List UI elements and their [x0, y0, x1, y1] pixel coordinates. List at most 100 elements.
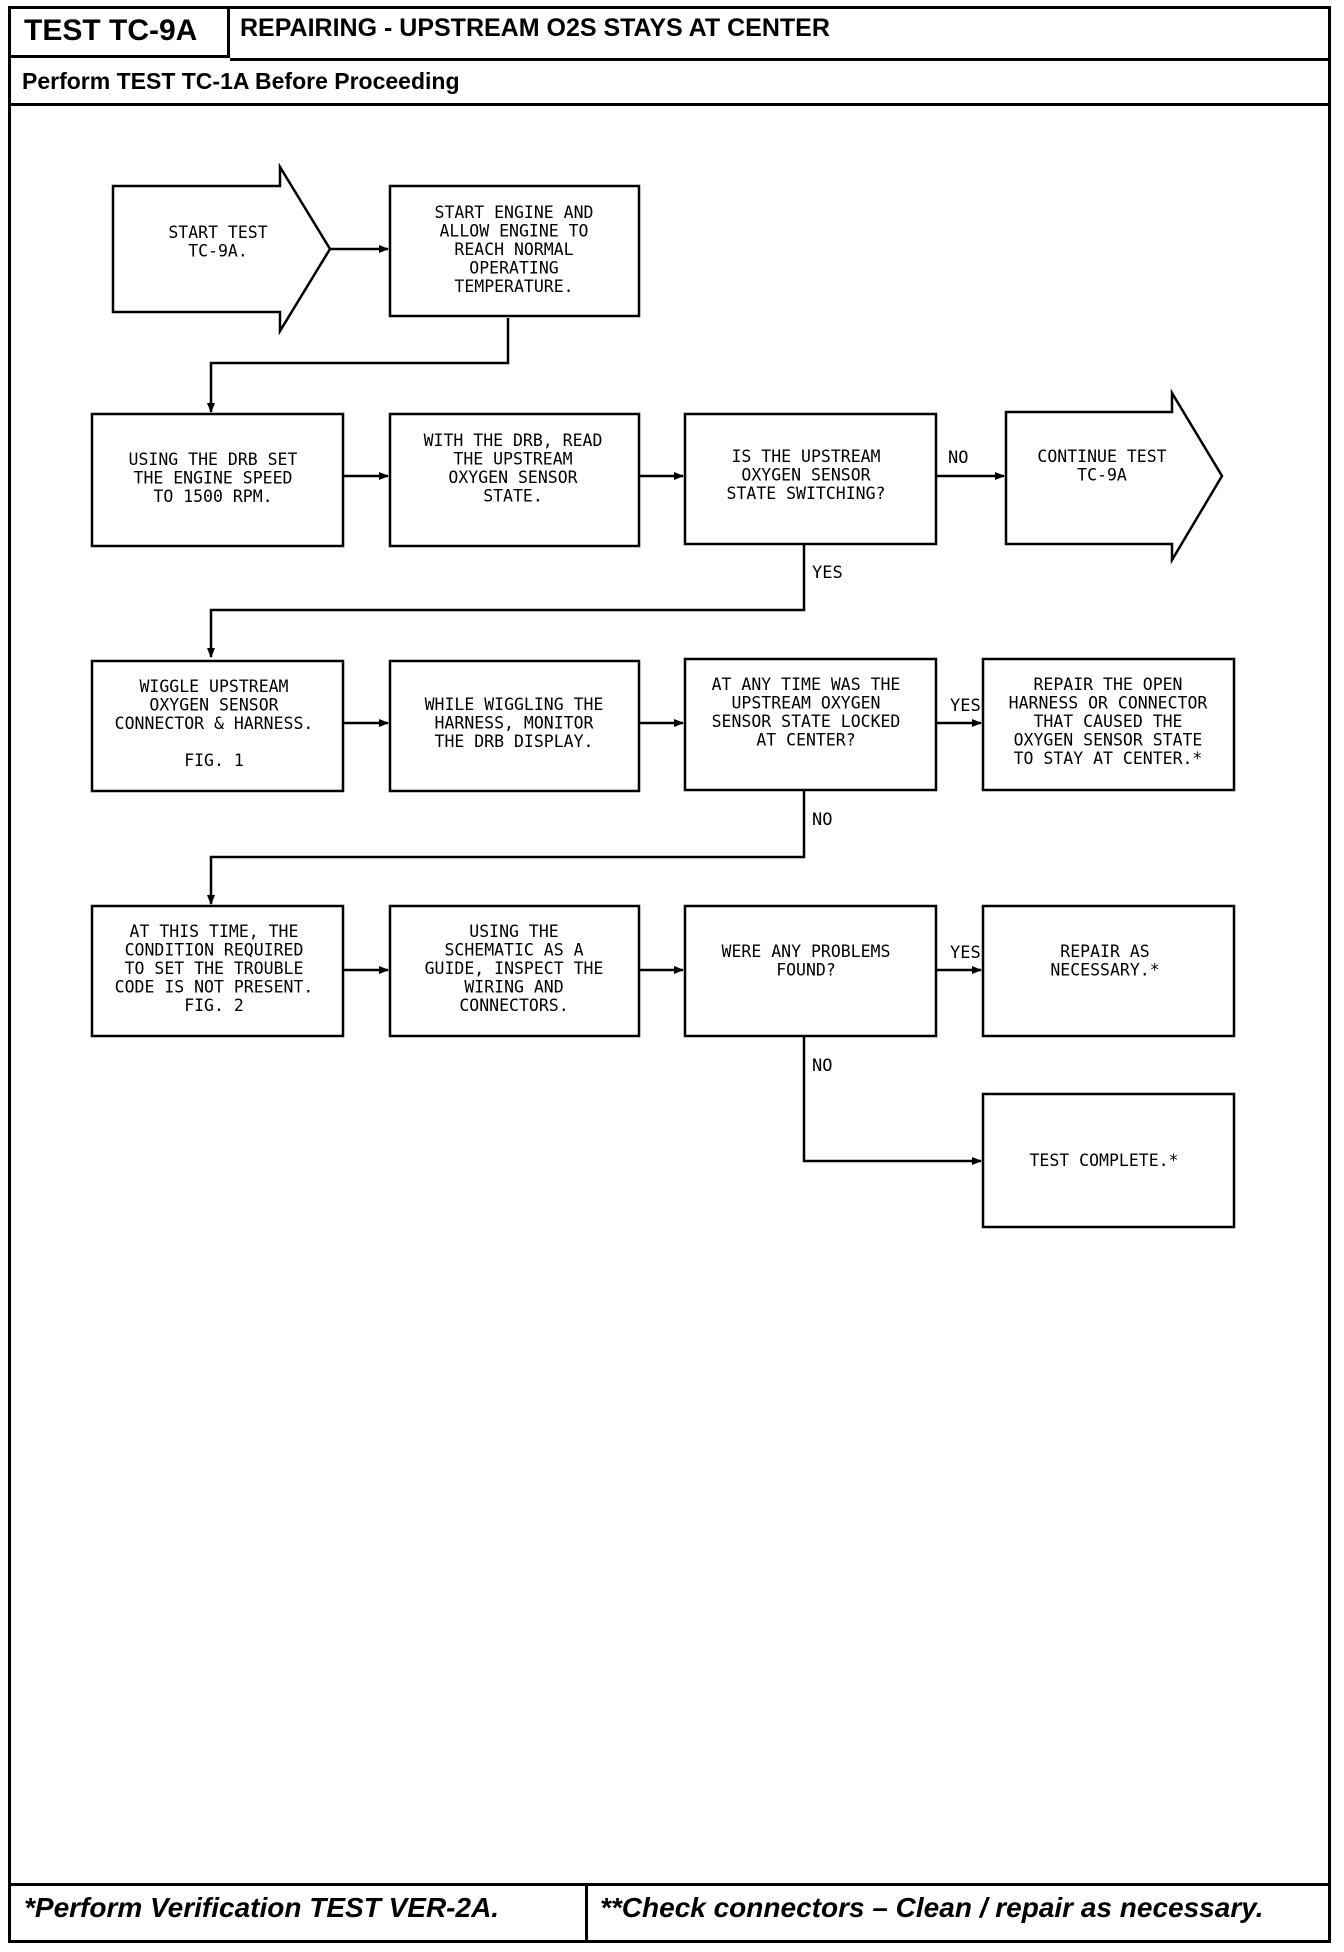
flow-text-line: SENSOR STATE LOCKED [712, 712, 901, 731]
label-no-1: NO [948, 448, 968, 468]
flow-text-line: OXYGEN SENSOR [149, 696, 278, 715]
footer-column-divider [585, 1883, 588, 1943]
flow-text-line: ALLOW ENGINE TO [439, 222, 588, 241]
inspect-box [388, 904, 641, 1038]
flow-text-line: TEST COMPLETE.* [1029, 1151, 1178, 1170]
repair-open-box [981, 657, 1236, 792]
flow-text-line [209, 733, 219, 752]
flow-text-line: CONTINUE TEST [1037, 447, 1166, 466]
problems-decision-box [683, 904, 938, 1038]
read-state-box [388, 412, 641, 548]
flow-text-line: OPERATING [469, 259, 558, 278]
flow-text-line: WIRING AND [464, 978, 563, 997]
page-frame [8, 6, 1331, 1943]
flow-text-line: OXYGEN SENSOR STATE [1014, 731, 1203, 750]
flow-text-line: WIGGLE UPSTREAM [139, 677, 288, 696]
flow-text-line: THE UPSTREAM [453, 450, 572, 469]
flow-text-line: TO SET THE TROUBLE [125, 959, 304, 978]
flow-text-line: FOUND? [776, 961, 836, 980]
flow-text-line: TO STAY AT CENTER.* [1014, 749, 1203, 768]
flow-text-line: SCHEMATIC AS A [444, 941, 583, 960]
flow-text-line: WHILE WIGGLING THE [425, 695, 604, 714]
arrow-no-to-not-present [207, 790, 806, 905]
test-complete-text: TEST COMPLETE.* [1029, 1151, 1178, 1170]
arrow-engine-to-speed [207, 318, 510, 413]
label-yes-1: YES [812, 563, 843, 583]
flow-text-line: USING THE DRB SET [129, 450, 298, 469]
flow-text-line: TEMPERATURE. [454, 277, 573, 296]
flow-text-line: GUIDE, INSPECT THE [425, 959, 604, 978]
flow-text-line: START ENGINE AND [435, 203, 594, 222]
flow-text-line: AT CENTER? [756, 731, 855, 750]
flow-text-line: TC-9A [1077, 466, 1127, 485]
flow-text-line: CONNECTOR & HARNESS. [115, 714, 314, 733]
header-bottom-divider [8, 103, 1331, 106]
repair-necessary-box [981, 904, 1236, 1038]
monitor-box [388, 659, 641, 793]
flow-text-line: TO 1500 RPM. [153, 487, 272, 506]
flow-text-line: CONNECTORS. [459, 996, 568, 1015]
locked-decision-box [683, 657, 938, 792]
footer-note-left: *Perform Verification TEST VER-2A. [24, 1892, 500, 1923]
flow-text-line: AT THIS TIME, THE [130, 922, 299, 941]
footer-divider [8, 1883, 1331, 1886]
label-no-2: NO [812, 810, 832, 830]
flow-text-line: WITH THE DRB, READ [424, 431, 603, 450]
test-complete-box [981, 1092, 1236, 1229]
flow-text-line: CONDITION REQUIRED [125, 941, 304, 960]
label-no-3: NO [812, 1056, 832, 1076]
flow-text-line: REACH NORMAL [454, 240, 573, 259]
flow-text-line: STATE SWITCHING? [727, 484, 886, 503]
flow-text-line: THE ENGINE SPEED [134, 469, 293, 488]
flow-text-line: STATE. [483, 487, 543, 506]
flow-text-line: HARNESS OR CONNECTOR [1009, 694, 1208, 713]
wiggle-box [90, 659, 345, 793]
label-yes-3: YES [950, 943, 981, 963]
footer-note-right: **Check connectors – Clean / repair as n… [600, 1892, 1264, 1923]
flow-text-line: HARNESS, MONITOR [435, 714, 594, 733]
label-yes-2: YES [950, 696, 981, 716]
flow-text-line: WERE ANY PROBLEMS [722, 942, 891, 961]
flow-text-line: IS THE UPSTREAM [731, 447, 880, 466]
start-arrow-shape [111, 162, 332, 336]
test-id: TEST TC-9A [8, 6, 230, 58]
flow-text-line: NECESSARY.* [1050, 961, 1159, 980]
flow-text-line: UPSTREAM OXYGEN [731, 694, 880, 713]
is-switching-decision-box [683, 412, 938, 546]
flow-text-line: REPAIR THE OPEN [1033, 675, 1182, 694]
flow-text-line: REPAIR AS [1060, 942, 1149, 961]
flow-text-line: THAT CAUSED THE [1033, 712, 1182, 731]
flow-text-line: TC-9A. [188, 242, 248, 261]
connectors [207, 245, 1005, 1165]
header-divider [230, 58, 1331, 61]
flow-text-line: START TEST [168, 223, 267, 242]
flow-text-line: FIG. 2 [184, 996, 244, 1015]
page-title: REPAIRING - UPSTREAM O2S STAYS AT CENTER [240, 14, 830, 42]
start-engine-box [388, 184, 641, 318]
not-present-box [90, 904, 345, 1038]
continue-arrow-shape [1004, 388, 1224, 565]
flow-text-line: AT ANY TIME WAS THE [712, 675, 901, 694]
set-speed-box [90, 412, 345, 548]
flow-text-line: USING THE [469, 922, 558, 941]
arrow-yes-to-wiggle [207, 544, 806, 658]
flow-text-line: CODE IS NOT PRESENT. [115, 978, 314, 997]
flow-text-line: OXYGEN SENSOR [448, 468, 577, 487]
page-subtitle: Perform TEST TC-1A Before Proceeding [22, 68, 460, 94]
flow-text-line: OXYGEN SENSOR [741, 466, 870, 485]
